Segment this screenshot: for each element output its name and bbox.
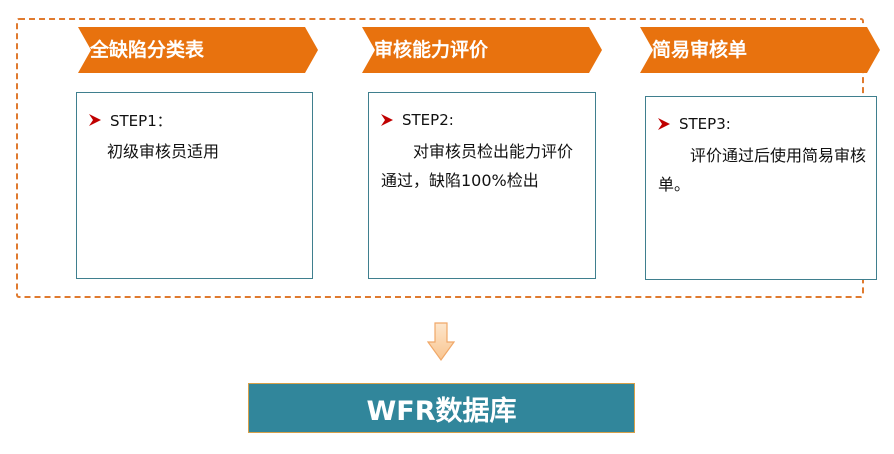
stage-1-title: 全缺陷分类表	[90, 39, 205, 61]
arrowhead-bullet-icon	[89, 114, 101, 126]
stage-2-description: 对审核员检出能力评价通过，缺陷100%检出	[381, 142, 574, 190]
stage-1-box: STEP1： 初级审核员适用	[76, 92, 313, 279]
banner-shape	[78, 27, 318, 73]
arrowhead-bullet-icon	[381, 114, 393, 126]
banner-shape	[362, 27, 602, 73]
stage-3-description: 评价通过后使用简易审核单。	[658, 146, 867, 194]
stage-2-title: 审核能力评价	[374, 39, 489, 61]
stage-3-title: 简易审核单	[652, 39, 748, 61]
wfr-database-label: WFR数据库	[366, 395, 517, 427]
stage-3-banner: 简易审核单	[640, 27, 880, 73]
stage-1-banner: 全缺陷分类表	[78, 27, 318, 73]
stage-2-heading: STEP2:	[381, 109, 585, 131]
stage-1-description: 初级审核员适用	[107, 142, 220, 161]
down-arrow-icon	[427, 322, 455, 362]
stage-2-box: STEP2: 对审核员检出能力评价通过，缺陷100%检出	[368, 92, 596, 279]
wfr-database-box: WFR数据库	[248, 383, 635, 433]
stage-3-box: STEP3: 评价通过后使用简易审核单。	[645, 96, 877, 280]
arrowhead-bullet-icon	[658, 118, 670, 130]
banner-shape	[640, 27, 880, 73]
stage-1-heading: STEP1：	[89, 109, 302, 131]
stage-2-banner: 审核能力评价	[362, 27, 602, 73]
stage-3-step-label: STEP3:	[679, 115, 731, 133]
stage-3-heading: STEP3:	[658, 113, 866, 135]
stage-2-step-label: STEP2:	[402, 111, 454, 129]
stage-1-step-label: STEP1：	[110, 111, 172, 130]
